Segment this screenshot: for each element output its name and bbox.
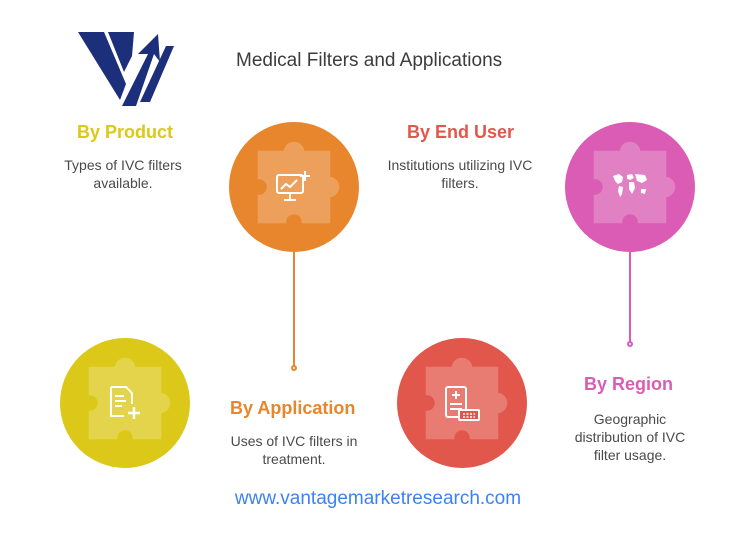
product-circle xyxy=(60,338,190,468)
region-description: Geographic distribution of IVC filter us… xyxy=(574,411,686,463)
region-connector-dot xyxy=(627,341,633,347)
document-plus-icon xyxy=(110,386,140,419)
end-user-heading: By End User xyxy=(407,122,515,142)
application-connector-dot xyxy=(291,365,297,371)
application-heading: By Application xyxy=(230,398,356,418)
end-user-description: Institutions utilizing IVC filters. xyxy=(387,157,533,191)
product-puzzle-piece xyxy=(88,357,171,440)
application-circle xyxy=(229,122,359,252)
company-logo xyxy=(74,26,178,112)
region-puzzle-piece xyxy=(593,141,676,224)
region-circle xyxy=(565,122,695,252)
application-puzzle-piece xyxy=(257,141,340,224)
end-user-circle xyxy=(397,338,527,468)
product-description: Types of IVC filters available. xyxy=(64,157,182,191)
region-connector-line xyxy=(629,252,631,342)
application-connector-line xyxy=(293,252,295,366)
page-title: Medical Filters and Applications xyxy=(236,50,503,71)
medical-record-keyboard-icon xyxy=(445,386,480,421)
application-description: Uses of IVC filters in treatment. xyxy=(230,433,358,467)
world-map-icon xyxy=(613,174,647,197)
website-url[interactable]: www.vantagemarketresearch.com xyxy=(234,488,522,509)
monitor-chart-plus-icon xyxy=(276,171,310,201)
product-heading: By Product xyxy=(77,122,174,142)
region-heading: By Region xyxy=(584,374,674,394)
